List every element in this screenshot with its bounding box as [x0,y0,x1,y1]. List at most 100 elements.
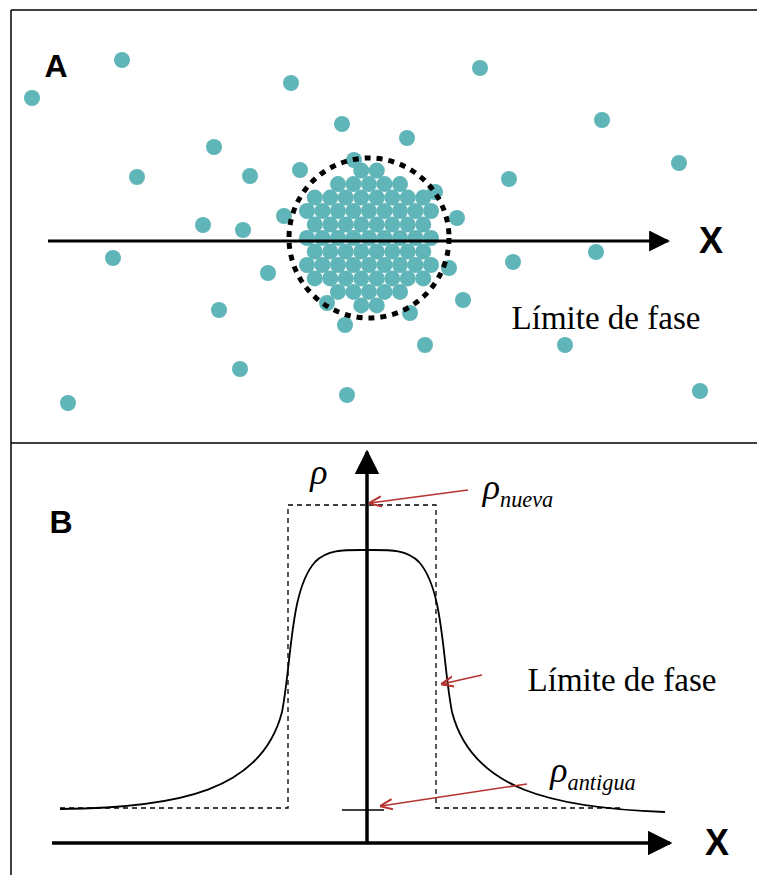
particle [417,337,433,353]
particle [423,257,439,273]
particle [501,171,517,187]
particle [384,190,400,206]
leader-line [370,490,468,503]
particle [307,217,323,233]
particle [315,230,331,246]
density-label: ρantigua [550,752,635,794]
particle [299,203,315,219]
particle [235,222,251,238]
phase-boundary [289,158,449,318]
panel-letter: B [49,506,72,538]
particle [299,257,315,273]
particle [315,257,331,273]
particle [346,284,362,300]
particle [330,176,346,192]
particle [384,217,400,233]
particle [242,168,258,184]
particle [369,190,385,206]
particle [330,230,346,246]
particle [283,75,299,91]
particle [346,230,362,246]
particle [334,116,350,132]
phase-label: Límite de fase [528,664,717,697]
particle [408,230,424,246]
particle [260,265,276,281]
particle [337,317,353,333]
particle [307,270,323,286]
particle [353,297,369,313]
particle [400,217,416,233]
particle [105,250,121,266]
particle [361,203,377,219]
frame-line [11,9,757,11]
panel-divider [11,442,757,444]
particle [338,243,354,259]
particle [400,190,416,206]
particle [206,139,222,155]
particle [129,169,145,185]
particle [353,190,369,206]
axis-label: ρ [310,454,327,490]
particle [415,190,431,206]
particle [588,244,604,260]
particle [353,217,369,233]
particle [377,203,393,219]
particle [361,257,377,273]
particle [392,257,408,273]
particle [232,361,248,377]
particle [60,395,76,411]
x-axis [48,240,668,243]
particle [384,270,400,286]
particle [330,257,346,273]
particle [423,230,439,246]
particle [330,284,346,300]
particle [505,254,521,270]
particle [339,387,355,403]
particle [361,176,377,192]
particle [377,176,393,192]
rho-axis [365,452,369,843]
particle [338,217,354,233]
particle [24,90,40,106]
particle [415,243,431,259]
particle [353,163,369,179]
particle [346,176,362,192]
x-axis [52,841,670,845]
particle [408,203,424,219]
particle [307,190,323,206]
leader-line [442,675,482,684]
particle [415,217,431,233]
phase-label: Límite de fase [512,302,701,335]
particle [369,297,385,313]
particle [330,203,346,219]
particle [472,60,488,76]
particle [369,243,385,259]
particle [384,243,400,259]
particle [322,270,338,286]
particle [338,190,354,206]
particle [400,243,416,259]
particle [369,163,385,179]
particle [423,203,439,219]
particle [361,230,377,246]
particle [408,257,424,273]
particle [353,243,369,259]
particle [322,243,338,259]
particle [594,112,610,128]
particle [557,337,573,353]
baseline-tick [342,809,384,811]
particle [195,217,211,233]
particle [299,230,315,246]
particle [369,217,385,233]
particle [353,270,369,286]
particle [400,270,416,286]
particle [415,270,431,286]
particle [377,284,393,300]
density-label: ρnueva [483,469,554,511]
particles [24,52,708,411]
particle [392,230,408,246]
particle [307,243,323,259]
axis-label: X [705,825,729,861]
